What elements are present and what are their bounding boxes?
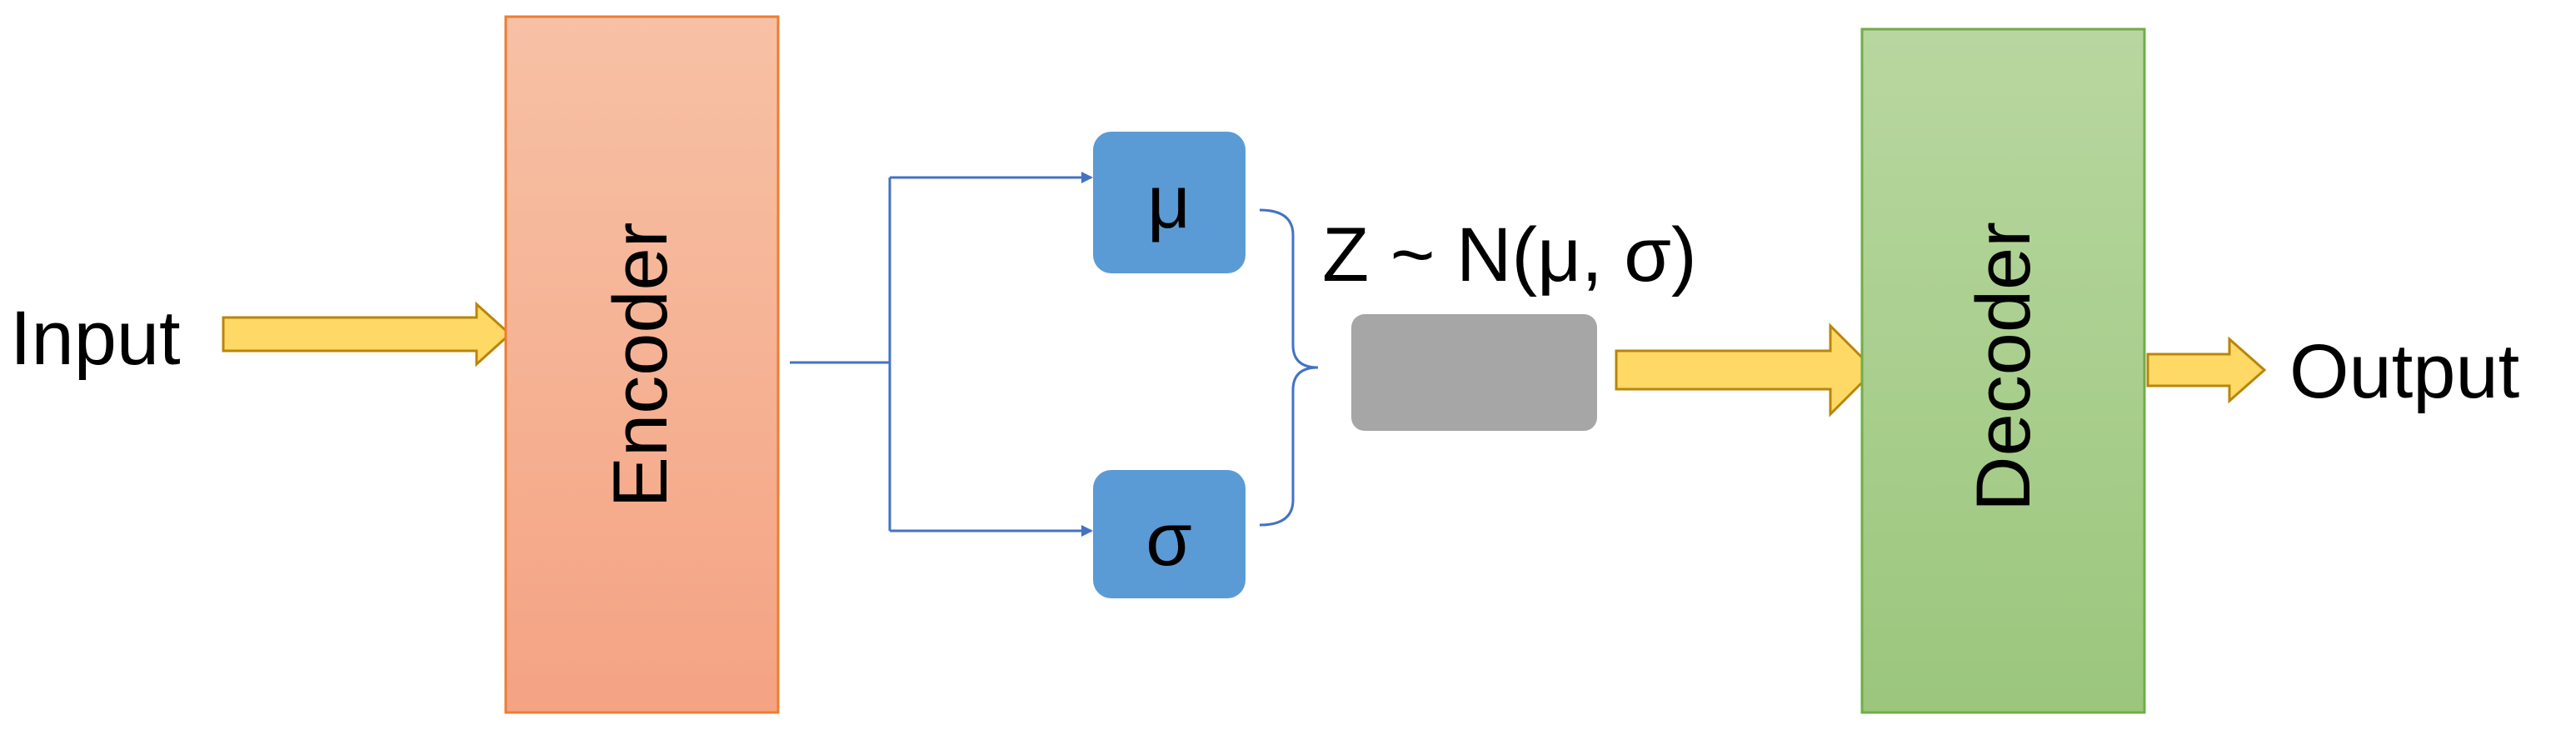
latent-formula: Z ~ N(μ, σ) (1322, 212, 1697, 298)
latent-arrow (1615, 322, 1877, 418)
decoder-block (1860, 28, 2146, 714)
sigma-label: σ (1146, 498, 1192, 582)
merge-brace (1259, 208, 1319, 527)
input-label: Input (10, 296, 181, 381)
mu-box (1093, 132, 1246, 273)
output-arrow (2146, 336, 2267, 404)
latent-vector-box (1351, 314, 1597, 431)
sigma-box (1093, 470, 1246, 598)
mu-label: μ (1147, 161, 1191, 244)
encoder-block (504, 15, 780, 714)
decoder-label: Decoder (1961, 222, 2046, 512)
input-arrow (222, 301, 512, 368)
encoder-label: Encoder (598, 222, 683, 508)
output-label: Output (2289, 329, 2519, 414)
encoder-split-connector (790, 172, 1093, 537)
